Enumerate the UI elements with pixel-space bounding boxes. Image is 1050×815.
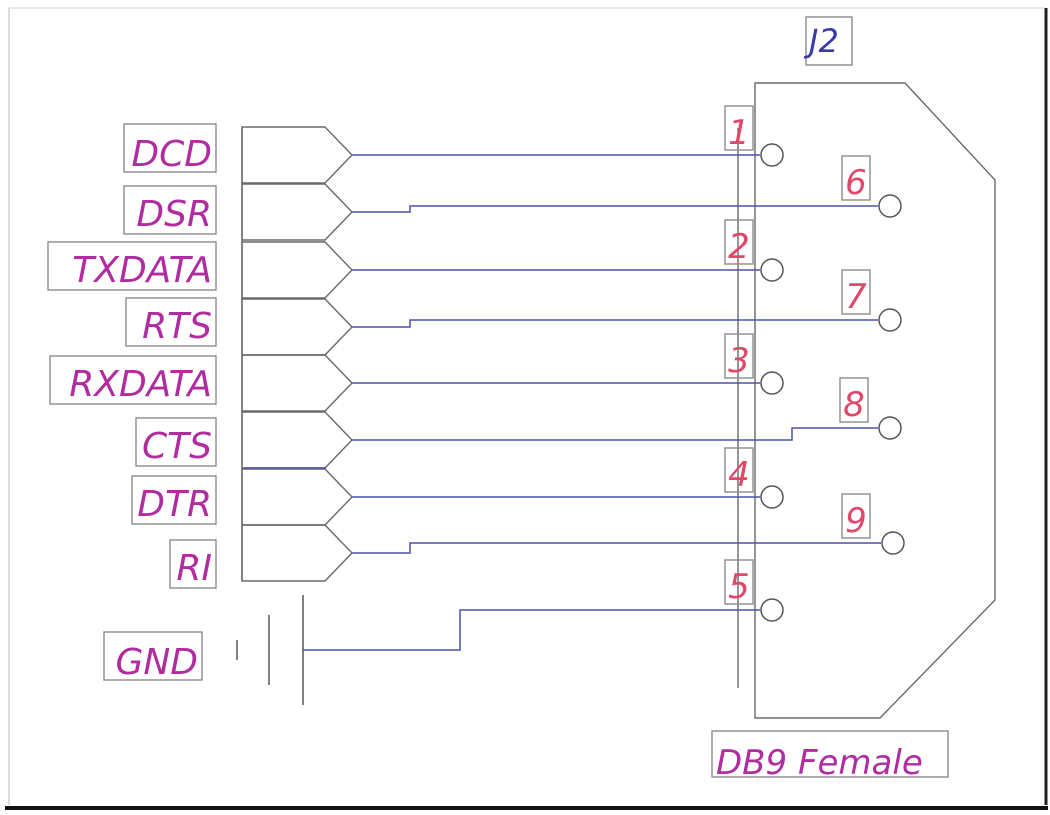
signal-label-box xyxy=(123,123,217,173)
port-symbols xyxy=(241,126,353,582)
signal-row-dtr: DTR 4 xyxy=(131,447,754,525)
pin-number-box xyxy=(724,105,754,151)
pin-pad xyxy=(760,598,784,622)
pin-pad-8 xyxy=(881,531,905,555)
port-arrow-8 xyxy=(241,524,353,582)
pin-number: 4 xyxy=(728,455,750,495)
pin-pad-3 xyxy=(760,258,784,282)
pin-pad-1 xyxy=(760,143,784,167)
designator-box xyxy=(805,16,853,66)
pin-number: 8 xyxy=(843,385,865,425)
signal-wires xyxy=(352,154,881,554)
signal-label-box xyxy=(169,539,217,589)
part-value-label: DB9 Female xyxy=(716,743,923,783)
port-arrow-3 xyxy=(241,241,353,299)
ground-wire xyxy=(303,609,760,651)
signal-row-rxdata: RXDATA 3 xyxy=(49,333,754,405)
signal-label-box xyxy=(47,241,217,291)
connector-pads xyxy=(760,143,905,555)
designator-label: J2 xyxy=(803,22,839,60)
signal-label: DTR xyxy=(137,484,212,525)
part-value-box xyxy=(711,730,949,778)
signal-row-txdata: TXDATA 2 xyxy=(47,219,754,291)
signal-row-dsr: DSR 6 xyxy=(123,155,871,235)
pin-number: 3 xyxy=(728,341,750,381)
port-arrow-4 xyxy=(241,298,353,356)
signal-row-rts: RTS 7 xyxy=(125,269,871,347)
pin-number-box xyxy=(724,559,754,605)
pin-number-box xyxy=(841,155,871,201)
ground-label: GND xyxy=(115,642,198,683)
pin-pad-4 xyxy=(878,308,902,332)
signal-row-cts: CTS 8 xyxy=(135,377,869,467)
signal-wire-2 xyxy=(352,205,878,213)
port-arrow-1 xyxy=(241,126,353,184)
signal-row-dcd: DCD 1 xyxy=(123,105,754,175)
signal-label: RTS xyxy=(142,306,212,347)
pin-number-box xyxy=(841,269,871,315)
pin-number-box xyxy=(724,219,754,265)
pin-number-box xyxy=(841,493,871,539)
signal-label-box xyxy=(135,417,217,467)
pin-number: 9 xyxy=(845,501,867,541)
pin-number-box xyxy=(724,333,754,379)
ground-label-box xyxy=(103,631,203,681)
pin-pad-5 xyxy=(760,371,784,395)
signal-label-box xyxy=(49,355,217,405)
pin-number: 6 xyxy=(845,163,867,203)
port-arrow-7 xyxy=(241,468,353,526)
port-arrow-6 xyxy=(241,411,353,469)
signal-label: DSR xyxy=(136,194,212,235)
pin-number-box xyxy=(839,377,869,423)
signal-row-ri: RI 9 xyxy=(169,493,871,589)
signal-wire-4 xyxy=(352,319,878,328)
pin-number: 7 xyxy=(845,277,867,317)
signal-wire-8 xyxy=(352,542,881,554)
signal-label-box xyxy=(125,297,217,347)
pin-pad-6 xyxy=(878,416,902,440)
pin-pad-7 xyxy=(760,485,784,509)
signal-label: TXDATA xyxy=(72,250,212,291)
signal-label: RI xyxy=(176,548,212,589)
ground-section: GND 5 xyxy=(103,559,784,705)
pin-number-box xyxy=(724,447,754,493)
port-arrow-2 xyxy=(241,183,353,241)
signal-label: DCD xyxy=(131,134,212,175)
signal-rows: DCD 1 DSR 6 TXDATA 2 RTS 7 RXDATA 3 xyxy=(47,105,871,589)
signal-label-box xyxy=(123,185,217,235)
pin-number: 1 xyxy=(728,113,750,153)
signal-wire-6 xyxy=(352,427,878,441)
signal-label: RXDATA xyxy=(69,364,212,405)
pin-number: 2 xyxy=(728,227,750,267)
pin-pad-2 xyxy=(878,194,902,218)
db9-connector-body xyxy=(754,82,996,719)
port-arrow-5 xyxy=(241,354,353,412)
signal-label-box xyxy=(131,475,217,525)
pin-number: 5 xyxy=(728,567,750,607)
signal-label: CTS xyxy=(142,426,212,467)
